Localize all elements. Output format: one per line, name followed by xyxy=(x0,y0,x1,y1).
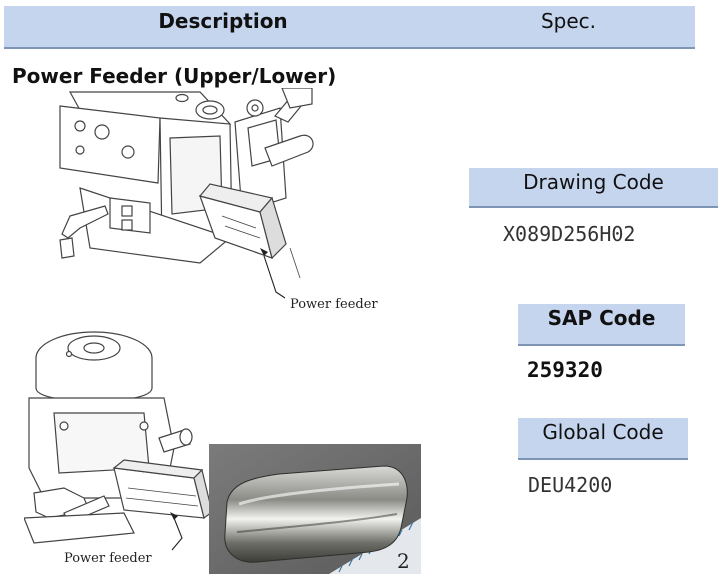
part-title: Power Feeder (Upper/Lower) xyxy=(12,64,337,88)
global-code-label: Global Code xyxy=(542,420,664,444)
lower-feeder-drawing: Power feeder xyxy=(24,331,212,566)
svg-text:2: 2 xyxy=(397,549,410,573)
upper-callout-label: Power feeder xyxy=(290,297,378,312)
drawing-code-label-box: Drawing Code xyxy=(469,168,718,208)
sap-code-label-box: SAP Code xyxy=(518,304,685,346)
global-code-label-box: Global Code xyxy=(518,418,688,460)
drawing-code-label: Drawing Code xyxy=(523,170,664,194)
drawing-code-value: X089D256H02 xyxy=(503,222,636,246)
sap-code-value: 259320 xyxy=(527,358,603,382)
column-header-description: Description xyxy=(158,9,288,33)
global-code-value: DEU4200 xyxy=(528,473,613,497)
sap-code-label: SAP Code xyxy=(547,306,656,330)
lower-callout-label: Power feeder xyxy=(64,551,152,566)
power-feeder-photo: 2 xyxy=(209,444,421,574)
column-header-spec: Spec. xyxy=(540,9,597,33)
table-header-underline xyxy=(4,47,695,49)
upper-feeder-drawing: Power feeder xyxy=(59,88,378,312)
table-header-background xyxy=(4,6,695,48)
